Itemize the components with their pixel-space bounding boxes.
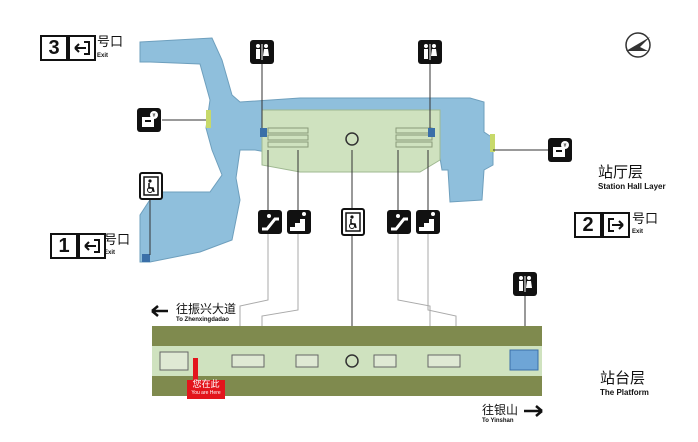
exit-3-label-en: Exit [97,53,109,59]
exit-1-label: 号口 [104,233,131,248]
accessible-elevator-icon [139,172,163,200]
escalator-icon [387,210,411,234]
ticket-machine-icon: ¥ [137,108,161,132]
platform-floor [152,346,542,376]
toilet-marker-right [428,128,435,137]
direction-left-label-en: To Zhenxingdadao [176,317,229,323]
platform-structures [159,351,461,371]
platform-layer-label: 站台层 [600,369,646,387]
exit-1-number: 1 [50,233,78,259]
arrow-right-icon [524,405,543,417]
toilet-marker-left [260,128,267,137]
direction-left-label: 往振兴大道 [176,302,237,316]
exit-1-label-en: Exit [104,250,116,256]
platform-edge-bottom [152,376,542,396]
ticket-spot-left [206,110,211,128]
platform-layer-label-en: The Platform [600,388,649,397]
exit-left-icon [78,233,106,259]
you-are-here-badge: 您在此 You are Here [187,380,225,399]
hall-layer-label: 站厅层 [598,163,644,181]
paid-area [261,109,441,173]
exit-3-number: 3 [40,35,68,61]
exit-left-icon [68,35,96,61]
exit-marker-1 [142,254,150,262]
north-arrow-icon [625,32,651,58]
escalator-icon [258,210,282,234]
svg-text:¥: ¥ [563,143,566,149]
ticket-machine-icon: ¥ [548,138,572,162]
exit-2-label-en: Exit [632,229,644,235]
exit-2-number: 2 [574,212,602,238]
elevator-shaft-platform [345,354,359,368]
you-are-here-label-en: You are Here [191,390,221,396]
platform-edge-top [152,326,542,346]
arrow-left-icon [151,305,168,317]
direction-right-label-en: To Yinshan [482,418,514,424]
gate-line-left [267,127,309,148]
exit-2-label: 号口 [632,212,659,227]
stairs-icon [287,210,311,234]
platform-toilet-area [509,349,539,371]
toilet-icon [513,272,537,296]
exit-right-icon [602,212,630,238]
toilet-icon [418,40,442,64]
direction-right-label: 往银山 [482,403,519,417]
you-are-here-label: 您在此 [192,380,220,390]
svg-text:¥: ¥ [152,113,155,119]
elevator-shaft-hall [345,132,359,146]
ticket-spot-right [490,134,495,152]
you-are-here-pin [193,358,198,380]
stairs-icon [416,210,440,234]
elevator-icon [341,208,365,236]
toilet-icon [250,40,274,64]
hall-layer-label-en: Station Hall Layer [598,182,666,191]
exit-3-label: 号口 [97,35,124,50]
